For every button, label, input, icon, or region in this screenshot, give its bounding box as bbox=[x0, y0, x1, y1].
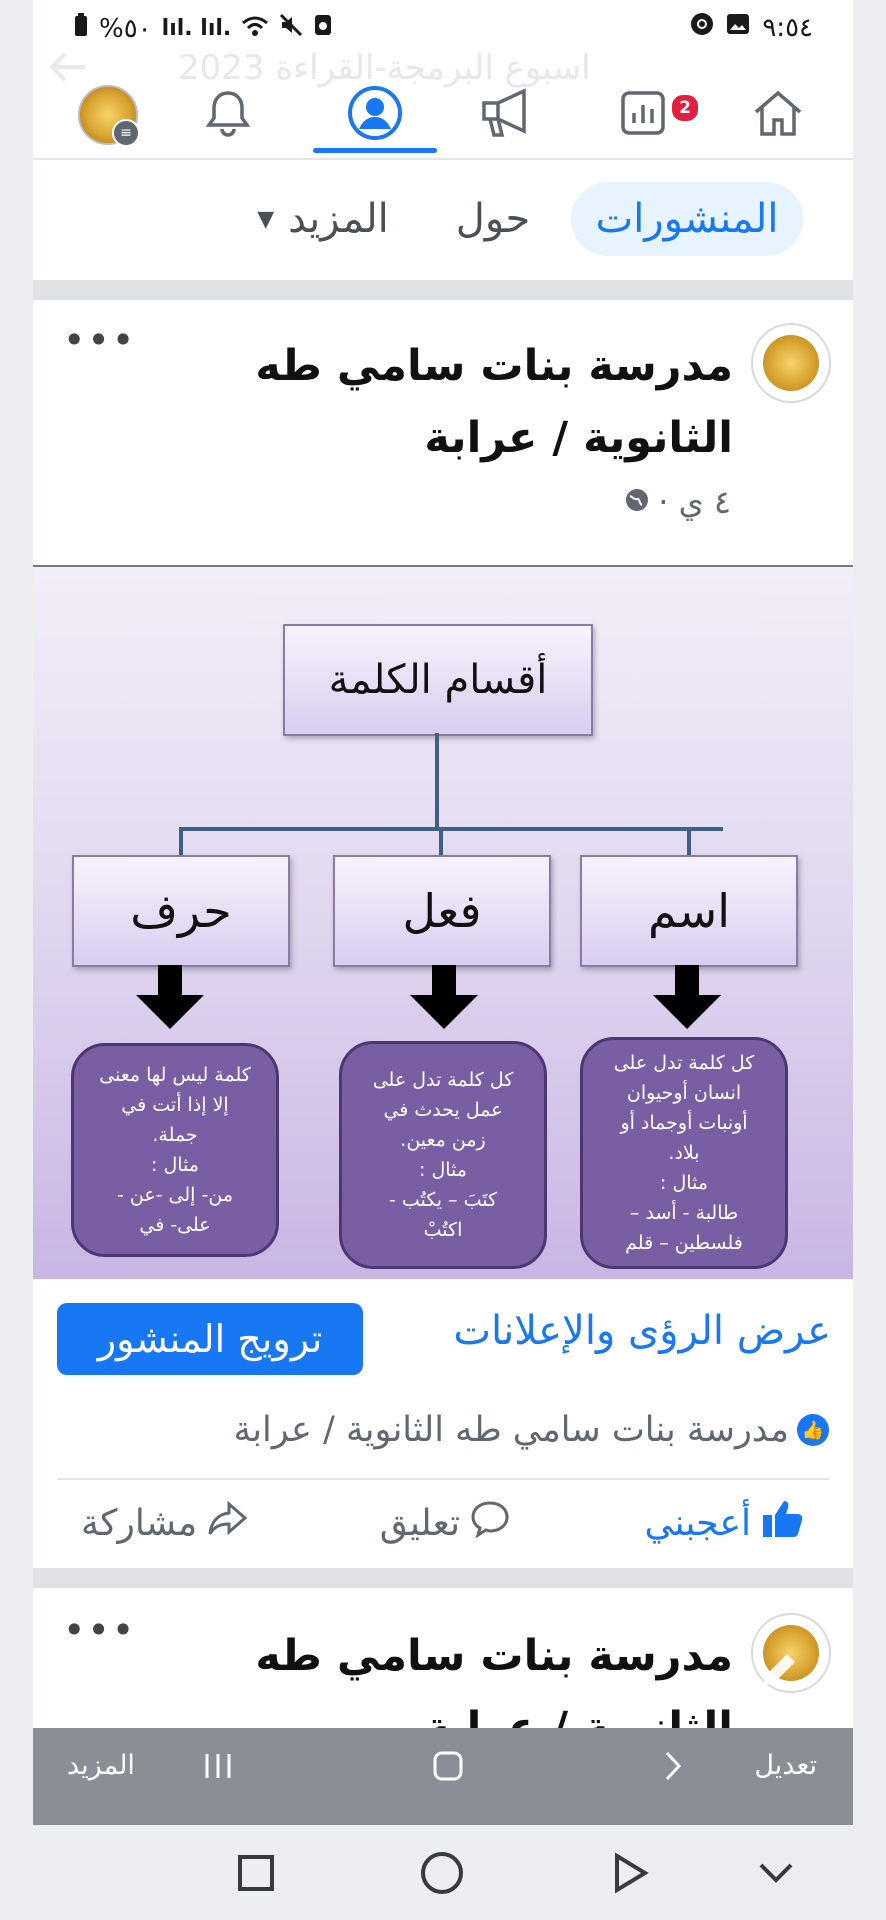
diagram-branch-noun: اسم bbox=[580, 855, 798, 967]
tab-more-label: المزيد bbox=[288, 196, 389, 242]
edit-button[interactable]: تعديل bbox=[754, 1750, 817, 1781]
status-left: %٥٠ lıl. lıl. bbox=[73, 12, 333, 45]
globe-icon bbox=[624, 483, 650, 521]
status-right: ٩:٥٤ bbox=[690, 12, 813, 43]
play-icon[interactable] bbox=[604, 1847, 656, 1899]
pencil-icon[interactable] bbox=[755, 1648, 801, 1705]
nav-home[interactable] bbox=[733, 80, 823, 150]
bell-icon bbox=[203, 87, 253, 143]
back-arrow-icon[interactable] bbox=[45, 44, 91, 97]
chrome-icon bbox=[690, 12, 714, 43]
more-button[interactable]: المزيد bbox=[67, 1750, 135, 1781]
reactions-summary[interactable]: 👍 مدرسة بنات سامي طه الثانوية / عرابة bbox=[234, 1410, 829, 1450]
home-square-icon[interactable] bbox=[431, 1750, 465, 1789]
post-options-icon[interactable]: ••• bbox=[63, 318, 137, 362]
app-frame: %٥٠ lıl. lıl. ٩:٥٤ اسبوع البرمجة-القرا bbox=[33, 0, 853, 1825]
tab-more[interactable]: المزيد ▼ bbox=[233, 182, 413, 256]
promote-post-button[interactable]: ترويج المنشور bbox=[57, 1303, 363, 1375]
active-tab-indicator bbox=[313, 148, 437, 153]
profile-tabs: المنشورات حول المزيد ▼ bbox=[33, 160, 853, 280]
reactions-text: مدرسة بنات سامي طه الثانوية / عرابة bbox=[233, 1410, 789, 1450]
battery-icon bbox=[73, 12, 89, 45]
diagram-connector bbox=[179, 827, 183, 855]
comment-button[interactable]: تعليق bbox=[380, 1498, 510, 1548]
post-image-diagram[interactable]: أقسام الكلمة اسم فعل حرف كل كلمة تدل على… bbox=[33, 565, 853, 1279]
diagram-desc-particle: كلمة ليس لها معنى إلا إذا أتت في جملة. م… bbox=[71, 1043, 279, 1257]
post-meta: ٤ ي · bbox=[624, 483, 731, 521]
recent-apps-icon[interactable] bbox=[230, 1847, 282, 1899]
status-bar: %٥٠ lıl. lıl. ٩:٥٤ bbox=[33, 0, 853, 56]
comment-label: تعليق bbox=[379, 1502, 460, 1544]
like-button[interactable]: أعجبني bbox=[645, 1498, 803, 1548]
home-icon bbox=[751, 88, 805, 142]
like-label: أعجبني bbox=[644, 1502, 751, 1544]
diagram-root-box: أقسام الكلمة bbox=[283, 624, 593, 736]
diagram-connector bbox=[439, 827, 443, 855]
tab-about[interactable]: حول bbox=[455, 196, 531, 242]
post-author-avatar[interactable] bbox=[751, 323, 831, 403]
down-arrow-icon bbox=[136, 965, 204, 1029]
diagram-desc-verb: كل كلمة تدل على عمل يحدث في زمن معين. مث… bbox=[339, 1041, 547, 1269]
mute-icon bbox=[279, 13, 303, 44]
post-time: ٤ ي · bbox=[658, 483, 731, 521]
chevron-down-icon[interactable] bbox=[750, 1847, 802, 1899]
nav-profile[interactable] bbox=[330, 80, 420, 150]
tab-posts[interactable]: المنشورات bbox=[571, 182, 803, 256]
megaphone-icon bbox=[478, 87, 538, 143]
chart-icon bbox=[619, 89, 667, 141]
diagram-connector bbox=[435, 733, 439, 829]
battery-percent: %٥٠ bbox=[99, 13, 152, 44]
share-icon bbox=[207, 1500, 249, 1547]
overlay-title: اسبوع البرمجة-القراءة 2023 bbox=[178, 48, 591, 88]
down-arrow-icon bbox=[410, 965, 478, 1029]
gallery-icon bbox=[726, 12, 750, 43]
caret-down-icon: ▼ bbox=[257, 206, 275, 232]
diagram-branch-particle: حرف bbox=[72, 855, 290, 967]
wifi-icon bbox=[241, 14, 269, 44]
menu-icon: ≡ bbox=[112, 119, 140, 147]
post-author-name[interactable]: مدرسة بنات سامي طه الثانوية / عرابة bbox=[255, 341, 733, 463]
recycle-icon bbox=[313, 13, 333, 44]
bottom-toolbar: تعديل المزيد bbox=[33, 1728, 853, 1825]
notification-badge: 2 bbox=[670, 93, 700, 123]
thumbs-up-icon bbox=[761, 1499, 803, 1548]
home-circle-icon[interactable] bbox=[416, 1847, 468, 1899]
section-separator bbox=[33, 280, 853, 300]
section-separator bbox=[33, 1568, 853, 1588]
chevron-right-icon[interactable] bbox=[661, 1750, 685, 1789]
recents-icon[interactable] bbox=[201, 1750, 235, 1789]
signal-icon: lıl. lıl. bbox=[161, 16, 232, 41]
system-nav-bar bbox=[0, 1825, 886, 1920]
diagram-connector bbox=[687, 827, 691, 855]
post2-options-icon[interactable]: ••• bbox=[63, 1608, 137, 1652]
insights-link[interactable]: عرض الرؤى والإعلانات bbox=[453, 1308, 831, 1354]
diagram-desc-noun: كل كلمة تدل على انسان أوحيوان أونبات أوج… bbox=[580, 1037, 788, 1269]
diagram-branch-verb: فعل bbox=[333, 855, 551, 967]
profile-icon bbox=[347, 85, 403, 145]
clock-time: ٩:٥٤ bbox=[762, 12, 813, 43]
diagram-connector bbox=[179, 827, 723, 831]
insights-wrap: 2 bbox=[613, 85, 700, 145]
nav-ads[interactable] bbox=[463, 80, 553, 150]
nav-notifications[interactable] bbox=[183, 80, 273, 150]
overlay-dots-icon[interactable]: ••• bbox=[79, 1670, 149, 1710]
menu-avatar: ≡ bbox=[78, 85, 140, 147]
nav-insights[interactable]: 2 bbox=[598, 80, 700, 150]
nav-menu[interactable]: ≡ bbox=[63, 80, 153, 150]
like-reaction-icon: 👍 bbox=[797, 1414, 829, 1446]
school-logo-icon bbox=[763, 335, 819, 391]
top-nav: ≡ 2 bbox=[33, 70, 853, 160]
down-arrow-icon bbox=[653, 965, 721, 1029]
share-label: مشاركة bbox=[81, 1502, 198, 1544]
comment-icon bbox=[470, 1499, 510, 1548]
share-button[interactable]: مشاركة bbox=[81, 1498, 249, 1548]
divider bbox=[57, 1478, 829, 1480]
